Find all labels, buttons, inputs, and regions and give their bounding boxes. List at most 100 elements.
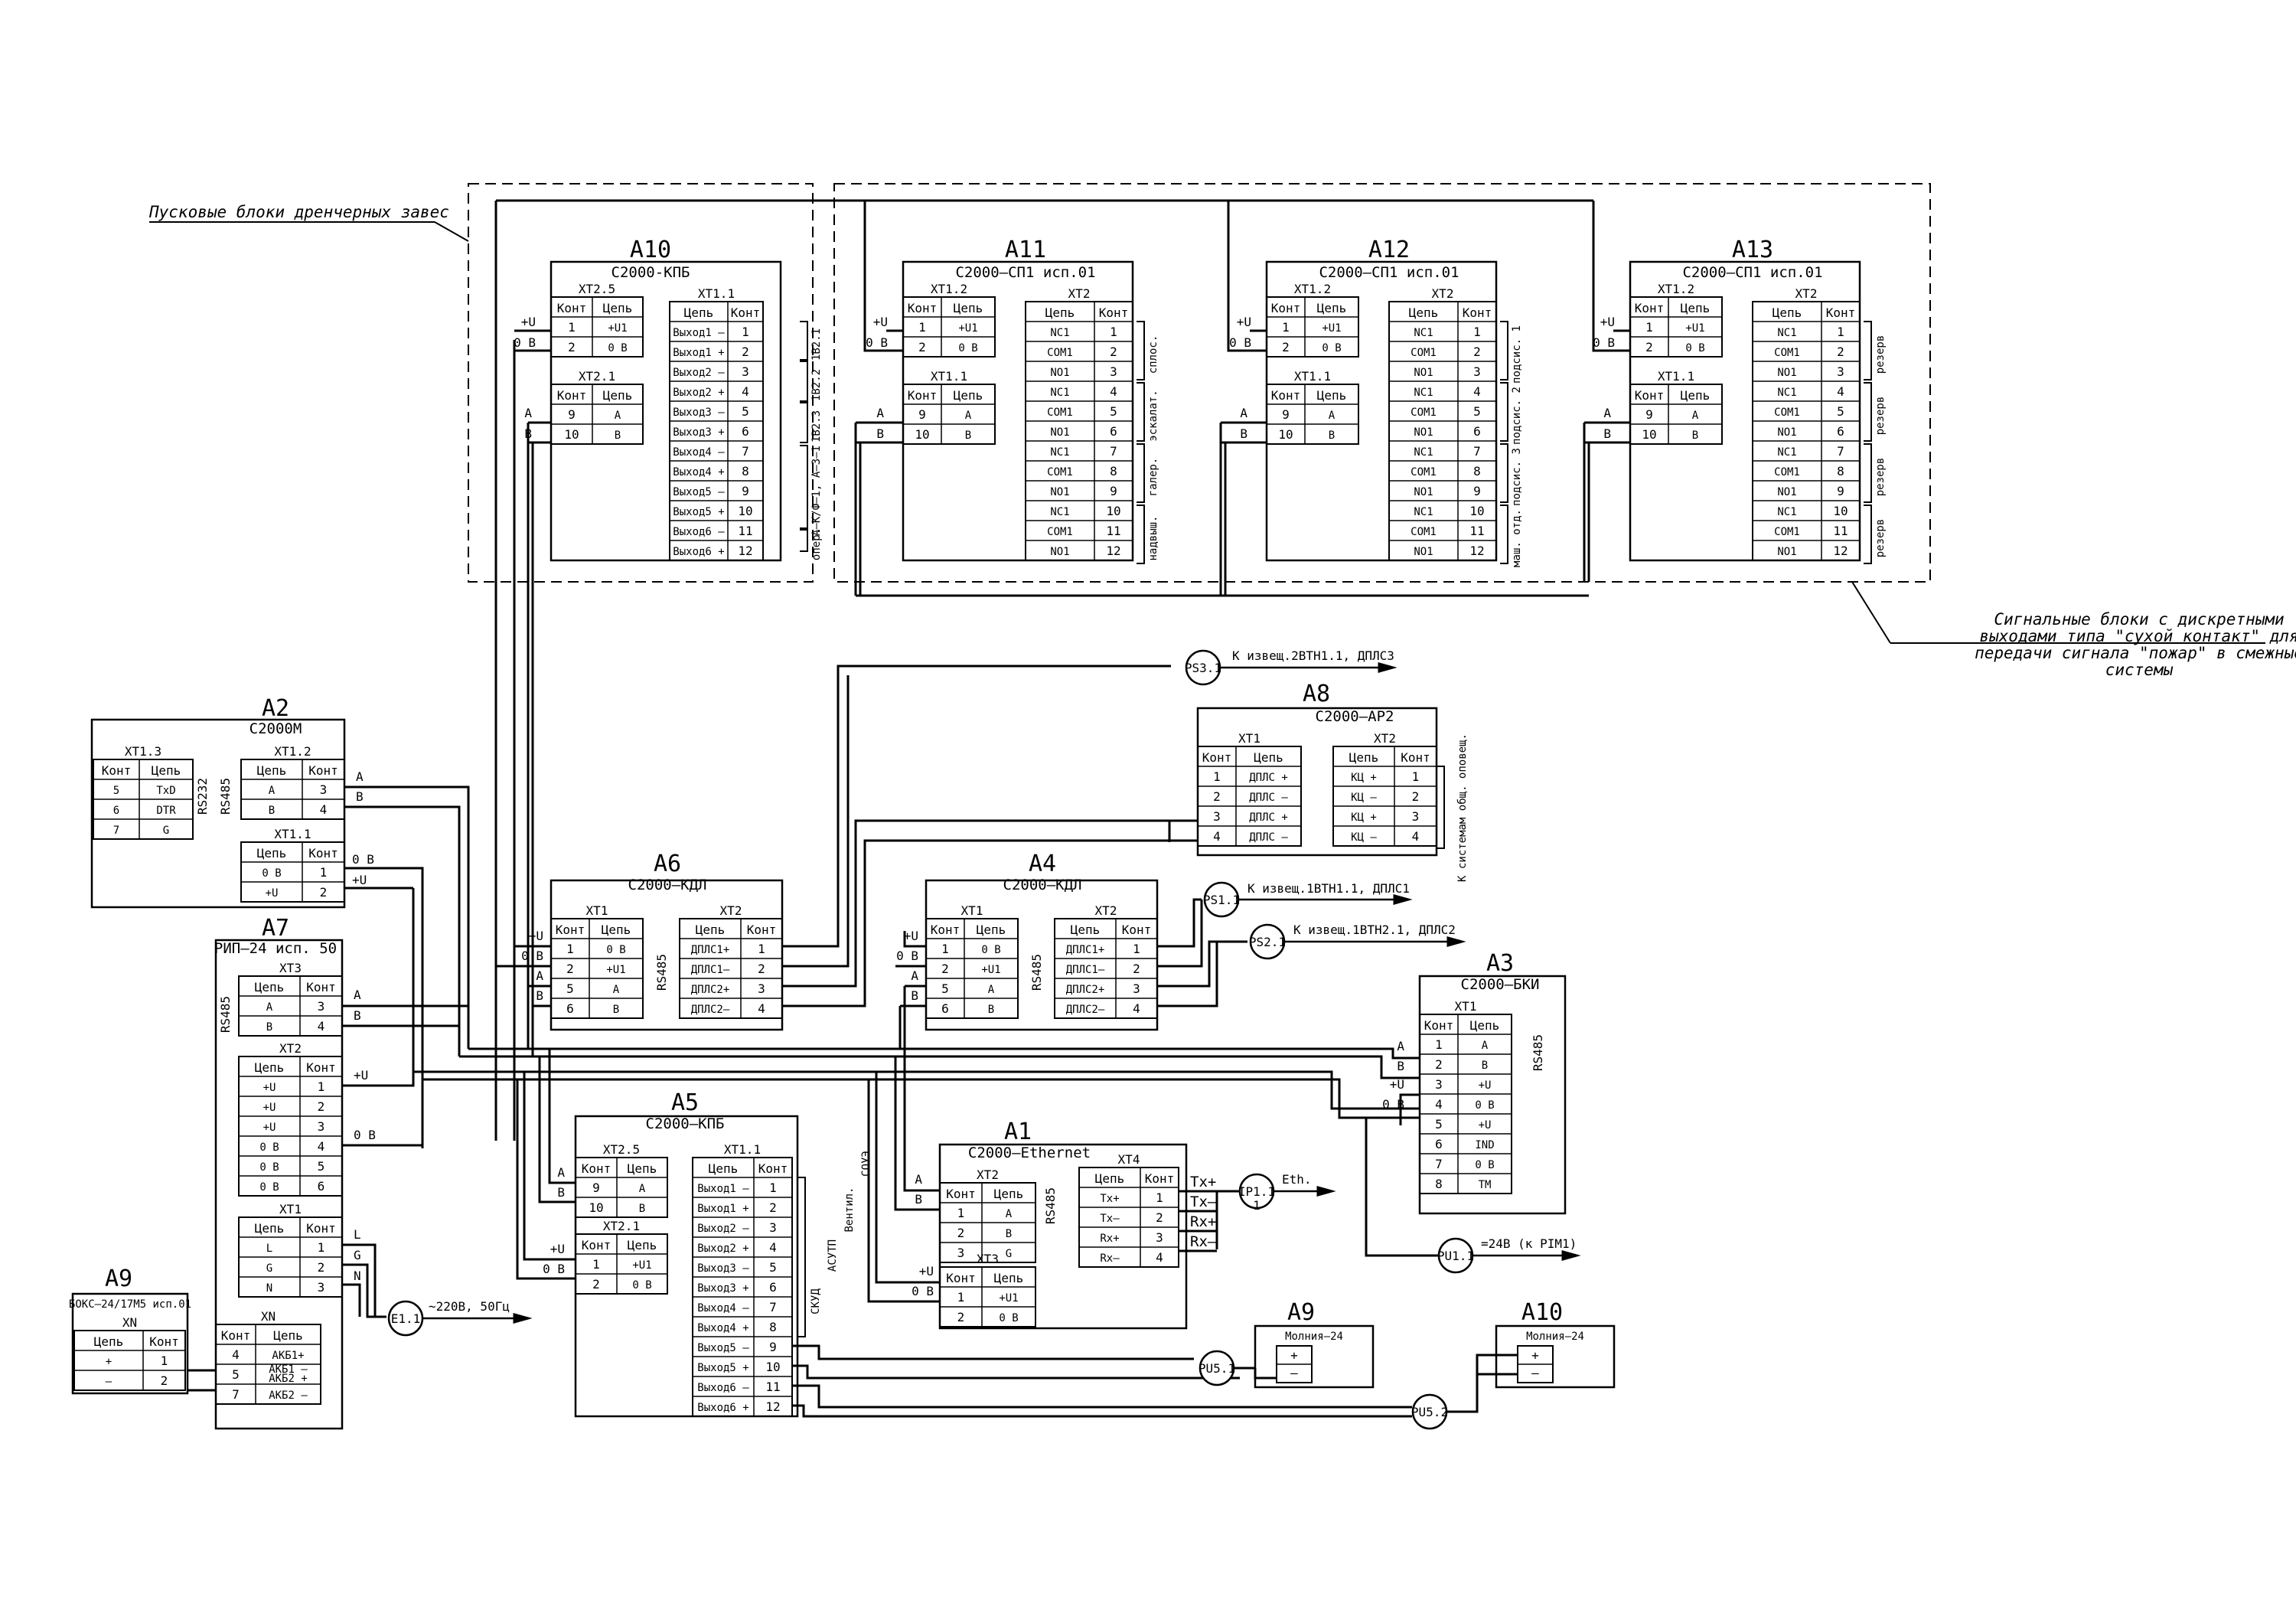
wire-layer xyxy=(188,199,1630,1418)
A11-xt11-cell: В xyxy=(965,429,971,442)
A7-xt1-cell: L xyxy=(266,1243,272,1255)
A1-eth-pin: Tx+ xyxy=(1190,1174,1216,1190)
A11-xt11-cell: А xyxy=(965,410,972,422)
A11-xt12-cell: 1 xyxy=(918,320,926,335)
A4-xt1-title: ХТ1 xyxy=(961,903,983,918)
A13-xt2-table xyxy=(1752,301,1861,561)
A6-xt2-cell: ДПЛС1+ xyxy=(691,944,730,956)
A4-xt2-header: Цепь xyxy=(1071,923,1101,937)
A7-wire-l: L xyxy=(354,1227,361,1242)
A12-xt12-title: ХТ1.2 xyxy=(1294,282,1331,296)
A5-xt11-cell: 8 xyxy=(769,1320,777,1334)
A11-wire-plus: +U xyxy=(873,315,888,329)
PU52-to-A10 xyxy=(1446,1354,1518,1413)
A12-side-bracket xyxy=(1500,382,1508,442)
A10-side-label: опер. xyxy=(810,528,823,560)
A10-xt11-cell: Выход3 + xyxy=(673,426,724,439)
A7-xt2-cell: 0 В xyxy=(259,1161,279,1174)
A6-xt1-table xyxy=(550,918,644,1019)
A10-xt25-cell: 0 В xyxy=(608,342,627,354)
A10-xt11-cell: 1 xyxy=(742,325,749,339)
A3-xt1-title: ХТ1 xyxy=(1455,999,1477,1014)
A10-xt25-title: ХТ2.5 xyxy=(579,282,615,296)
A7-xt3-table xyxy=(238,975,343,1037)
A5-xt11-cell: Выход6 + xyxy=(697,1402,748,1414)
A12-xt11-header: Цепь xyxy=(1317,388,1347,403)
A10-xt11-cell: Выход6 – xyxy=(673,526,725,538)
A10-xt11-cell: Выход2 + xyxy=(673,387,724,399)
A2-xt11-cell: +U xyxy=(266,887,279,900)
A11-side-label: эскалат. xyxy=(1147,390,1159,441)
A3-xt1-cell: В xyxy=(1482,1060,1488,1072)
rs485-a-bus xyxy=(468,1047,1420,1060)
A10-xt11-cell: 4 xyxy=(742,384,749,399)
A10R-rows-cell: – xyxy=(1531,1366,1539,1380)
A2-xt12-cell: 3 xyxy=(320,782,328,797)
A10-xt21-cell: В xyxy=(615,429,621,442)
PS1-tag xyxy=(1203,881,1240,918)
A5-xt11-cell: Выход2 – xyxy=(697,1223,749,1235)
A9-xn-cell: 2 xyxy=(161,1373,168,1388)
A2-xt13-cell: 7 xyxy=(113,825,119,837)
module-id: А5 xyxy=(671,1089,699,1116)
module-name: С2000–Ethernet xyxy=(968,1145,1091,1161)
A11-xt2-cell: 4 xyxy=(1110,384,1117,399)
A11-xt2-cell: 11 xyxy=(1106,524,1120,538)
A4-dpls2m xyxy=(1157,942,1218,1007)
A10-xt11-cell: Выход2 – xyxy=(673,367,725,379)
A8-xt2-table xyxy=(1332,746,1437,847)
A13-xt2-cell: 1 xyxy=(1837,325,1844,339)
module-id: А12 xyxy=(1368,237,1410,263)
A12-xt12-cell: 0 В xyxy=(1322,342,1341,354)
PS2-text: К извещ.1ВТН2.1, ДПЛС2 xyxy=(1293,923,1456,937)
A9-xn-title: XN xyxy=(122,1315,137,1330)
A1-xt3-cell: 2 xyxy=(957,1310,965,1324)
A1-xt4-cell: 3 xyxy=(1156,1230,1163,1245)
A8-xt2-cell: КЦ + xyxy=(1351,812,1377,824)
A3-xt1-cell: 2 xyxy=(1435,1057,1443,1072)
A10-xt25-header: Конт xyxy=(557,301,587,315)
A7-xt2-title: ХТ2 xyxy=(279,1041,302,1056)
A9R-rows-cell: – xyxy=(1290,1366,1298,1380)
A13-xt2-title: ХТ2 xyxy=(1795,286,1818,301)
A12-xt12-cell: 2 xyxy=(1282,340,1290,354)
A13-xt12-header: Конт xyxy=(1635,301,1665,315)
A7-xt1-cell: 2 xyxy=(318,1260,325,1275)
A3-xt1-cell: А xyxy=(1482,1040,1489,1052)
A5-rs-a xyxy=(548,1049,576,1184)
A2-xt12-cell: А xyxy=(269,785,276,797)
A11-xt12-header: Конт xyxy=(908,301,938,315)
A12-xt2-cell: NC1 xyxy=(1414,506,1433,518)
A10-wire-zero: 0 В xyxy=(514,335,536,350)
module-id: А1 xyxy=(1004,1118,1032,1145)
A13-xt12-cell: 2 xyxy=(1645,340,1653,354)
A11-xt11-header: Конт xyxy=(908,388,938,403)
A8-xt1-cell: ДПЛС – xyxy=(1249,792,1288,804)
A13-side-label: резерв xyxy=(1874,397,1887,436)
A8-xt2-header: Цепь xyxy=(1349,750,1379,765)
A5-xt21-table xyxy=(575,1233,668,1295)
A11-power-0v xyxy=(863,201,903,352)
module-A10R-body xyxy=(1495,1324,1616,1389)
A10-xt11-cell: Выход5 + xyxy=(673,506,724,518)
A3-xt1-header: Цепь xyxy=(1470,1018,1500,1033)
A5-wire-a: А xyxy=(557,1165,565,1180)
A11-wire-zero: 0 В xyxy=(866,335,888,350)
PS3-arrow-head xyxy=(1378,662,1397,673)
A5-xt11-cell: 9 xyxy=(769,1340,777,1354)
A10-xt11-header: Цепь xyxy=(684,305,714,320)
A11-xt2-header: Конт xyxy=(1099,305,1129,320)
A1-xt4-cell: Rx– xyxy=(1100,1252,1120,1265)
A8-xt2-cell: 3 xyxy=(1412,809,1420,824)
A5-xt11-cell: Выход3 – xyxy=(697,1262,749,1275)
A11-side-bracket xyxy=(1137,382,1145,442)
A13-xt11-table xyxy=(1629,384,1723,445)
signal-note-line: Сигнальные блоки с дискретными xyxy=(1994,610,2284,629)
A5-xt25-table xyxy=(575,1157,668,1218)
A5-xt11-header: Конт xyxy=(758,1161,788,1176)
A9-xn-table xyxy=(73,1330,186,1391)
A4-xt1-header: Конт xyxy=(931,923,960,937)
A4-xt2-cell: 3 xyxy=(1133,981,1140,996)
A5-xt25-header: Конт xyxy=(582,1161,612,1176)
A3-xt1-cell: IND xyxy=(1475,1139,1494,1151)
